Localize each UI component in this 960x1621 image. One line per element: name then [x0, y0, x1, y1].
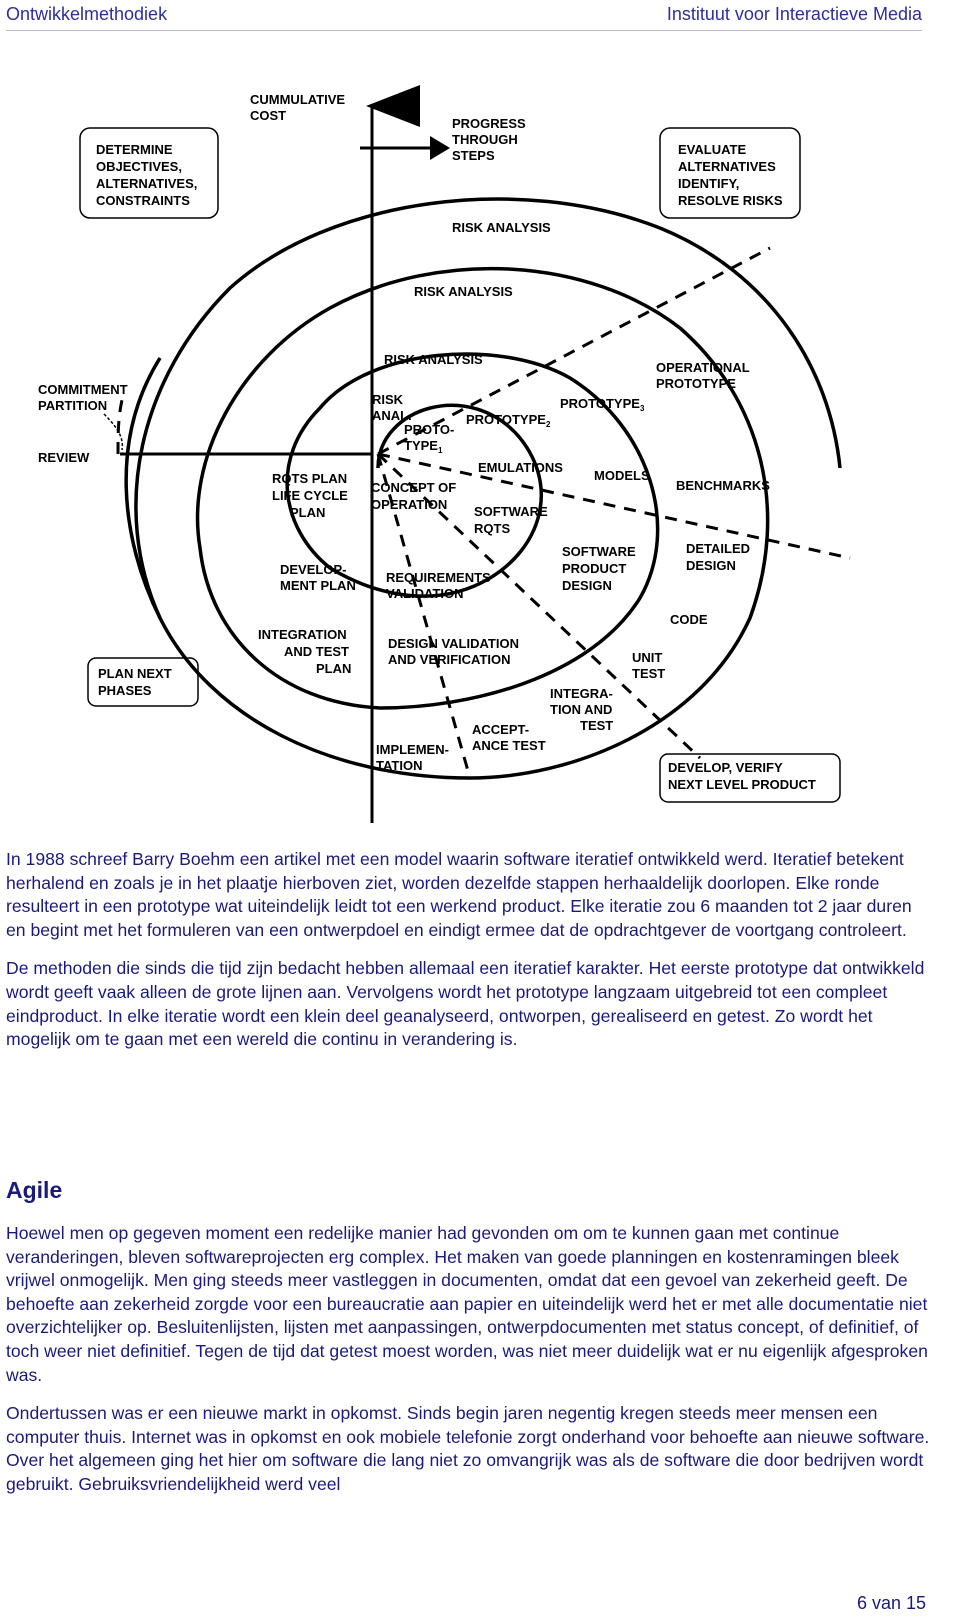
svg-text:COST: COST [250, 108, 286, 123]
axes [120, 85, 420, 823]
label-integ-2: TION AND [550, 702, 612, 717]
label-risk-analysis-2: RISK ANALYSIS [384, 352, 483, 367]
label-accept-1: ACCEPT- [472, 722, 529, 737]
label-risk-analysis-3: RISK ANALYSIS [414, 284, 513, 299]
label-concept-1: CONCEPT OF [371, 480, 456, 495]
label-dv-2: AND VERIFICATION [388, 652, 511, 667]
label-develop-2: NEXT LEVEL PRODUCT [668, 777, 816, 792]
header-title: Ontwikkelmethodiek [6, 4, 168, 24]
label-impl-1: IMPLEMEN- [376, 742, 449, 757]
label-devplan-2: MENT PLAN [280, 578, 356, 593]
label-concept-2: OPERATION [371, 497, 447, 512]
label-proto1-1: PROTO- [404, 422, 454, 437]
label-models: MODELS [594, 468, 650, 483]
progress-arrow-icon [430, 136, 450, 160]
label-evaluate-3: IDENTIFY, [678, 176, 739, 191]
label-develop-1: DEVELOP, VERIFY [668, 760, 783, 775]
label-emulations: EMULATIONS [478, 460, 563, 475]
label-prototype-3: PROTOTYPE3 [560, 396, 645, 413]
label-impl-2: TATION [376, 758, 422, 773]
label-cumulative-1: CUMMULATIVE [250, 92, 345, 107]
label-rqts-2: LIFE CYCLE [272, 488, 348, 503]
intro-text: In 1988 schreef Barry Boehm een artikel … [6, 848, 930, 1067]
label-plan-next-1: PLAN NEXT [98, 666, 172, 681]
diagram-labels: CUMMULATIVE COST PROGRESS THROUGH STEPS … [38, 92, 816, 792]
label-commitment-2: PARTITION [38, 398, 107, 413]
label-proto1-2: TYPE1 [404, 438, 443, 455]
label-spd-2: PRODUCT [562, 561, 626, 576]
phase-dividers [116, 246, 851, 779]
section-heading-agile: Agile [6, 1177, 63, 1203]
label-rqts-1: RQTS PLAN [272, 471, 347, 486]
svg-text:CUMMULATIVE: CUMMULATIVE [250, 92, 345, 107]
label-unit-2: TEST [632, 666, 665, 681]
label-spd-3: DESIGN [562, 578, 612, 593]
label-devplan-1: DEVELOP- [280, 562, 346, 577]
label-evaluate-4: RESOLVE RISKS [678, 193, 783, 208]
label-review: REVIEW [38, 450, 90, 465]
label-software-rqts-2: RQTS [474, 521, 510, 536]
paragraph-3: Hoewel men op gegeven moment een redelij… [6, 1223, 928, 1385]
page-number: 6 van 15 [856, 1593, 926, 1613]
label-itp-1: INTEGRATION [258, 627, 347, 642]
paragraph-2: De methoden die sinds die tijd zijn beda… [6, 958, 925, 1050]
label-unit-1: UNIT [632, 650, 662, 665]
label-dv-1: DESIGN VALIDATION [388, 636, 519, 651]
label-progress-3: STEPS [452, 148, 495, 163]
label-cumulative-2: COST [250, 108, 286, 123]
paragraph-4: Ondertussen was er een nieuwe markt in o… [6, 1403, 930, 1494]
label-determine-2: OBJECTIVES, [96, 159, 182, 174]
header-divider [6, 30, 922, 31]
label-accept-2: ANCE TEST [472, 738, 546, 753]
label-determine-4: CONSTRAINTS [96, 193, 190, 208]
label-plan-next-2: PHASES [98, 683, 152, 698]
label-itp-3: PLAN [316, 661, 351, 676]
diagram-boxes [79, 127, 841, 803]
agile-text: Hoewel men op gegeven moment een redelij… [6, 1222, 930, 1512]
label-risk-anal-2: ANAL. [372, 408, 412, 423]
label-progress-2: THROUGH [452, 132, 518, 147]
label-operational-2: PROTOTYPE [656, 376, 736, 391]
label-reqval-1: REQUIREMENTS [386, 570, 491, 585]
label-progress-1: PROGRESS [452, 116, 526, 131]
label-code: CODE [670, 612, 708, 627]
paragraph-1: In 1988 schreef Barry Boehm een artikel … [6, 849, 912, 940]
label-software-rqts-1: SOFTWARE [474, 504, 548, 519]
header-institute: Instituut voor Interactieve Media [666, 4, 922, 24]
label-evaluate-2: ALTERNATIVES [678, 159, 776, 174]
label-benchmarks: BENCHMARKS [676, 478, 770, 493]
label-risk-analysis-4: RISK ANALYSIS [452, 220, 551, 235]
label-reqval-2: VALIDATION [386, 586, 464, 601]
label-integ-1: INTEGRA- [550, 686, 613, 701]
label-determine-1: DETERMINE [96, 142, 173, 157]
label-integ-3: TEST [580, 718, 613, 733]
label-risk-anal-1: RISK [372, 392, 404, 407]
spiral-model-diagram: CUMMULATIVE COST PROGRESS THROUGH STEPS … [38, 85, 851, 823]
label-spd-1: SOFTWARE [562, 544, 636, 559]
label-determine-3: ALTERNATIVES, [96, 176, 197, 191]
spiral-curves [124, 197, 842, 780]
label-commitment-1: COMMITMENT [38, 382, 128, 397]
label-detailed-1: DETAILED [686, 541, 750, 556]
label-evaluate-1: EVALUATE [678, 142, 746, 157]
label-operational-1: OPERATIONAL [656, 360, 750, 375]
label-prototype-2: PROTOTYPE2 [466, 412, 551, 429]
label-rqts-3: PLAN [290, 505, 325, 520]
label-detailed-2: DESIGN [686, 558, 736, 573]
label-itp-2: AND TEST [284, 644, 349, 659]
